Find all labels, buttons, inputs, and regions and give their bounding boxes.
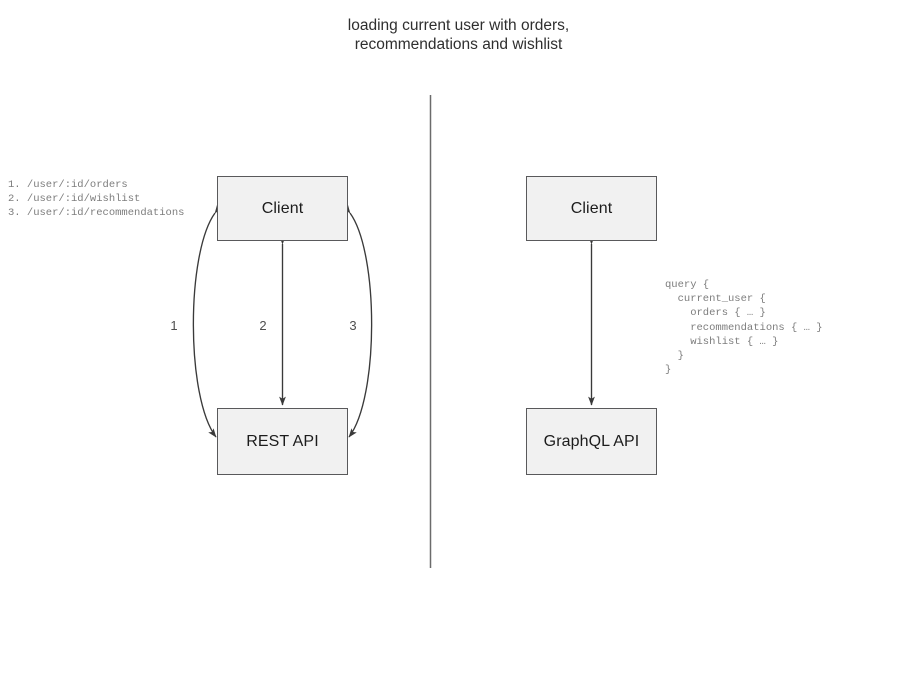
graphql-query-block: query { current_user { orders { … } reco…	[665, 279, 823, 377]
page-title-line-2: recommendations and wishlist	[354, 36, 563, 53]
rest-endpoint-list: 1. /user/:id/orders 2. /user/:id/wishlis…	[8, 179, 185, 220]
page-title: loading current user with orders, recomme…	[0, 16, 917, 54]
node-client-rest-label: Client	[261, 199, 304, 217]
edge-label-1: 1	[170, 318, 178, 333]
node-client-graphql[interactable]: Client	[526, 176, 657, 241]
node-rest-api[interactable]: REST API	[217, 408, 348, 475]
edge-label-3: 3	[349, 318, 357, 333]
node-client-graphql-label: Client	[570, 199, 613, 217]
edge-rest-1	[192, 204, 223, 438]
node-rest-api-label: REST API	[246, 432, 319, 450]
node-graphql-api[interactable]: GraphQL API	[526, 408, 657, 475]
node-client-rest[interactable]: Client	[217, 176, 348, 241]
node-graphql-api-label: GraphQL API	[543, 432, 640, 450]
edge-label-2: 2	[259, 318, 267, 333]
page-title-line-1: loading current user with orders,	[347, 17, 570, 34]
edge-rest-3	[342, 204, 373, 438]
